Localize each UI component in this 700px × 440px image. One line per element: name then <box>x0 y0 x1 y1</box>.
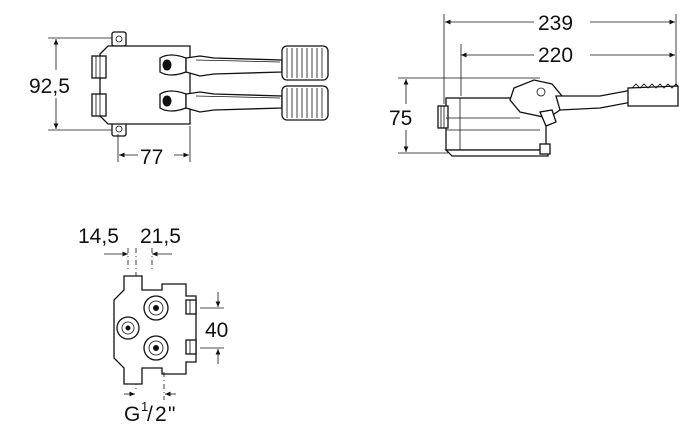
lever-arm-side <box>555 89 633 111</box>
port-left <box>116 316 140 340</box>
dimension-top-depth <box>117 126 191 168</box>
lever-nut <box>539 109 557 127</box>
dimension-label-92-5: 92,5 <box>29 75 70 98</box>
dimension-front-offsets <box>104 248 172 390</box>
dimension-top-height <box>24 37 120 131</box>
pedal-side <box>627 83 679 107</box>
mounting-hole-icon <box>115 125 123 133</box>
thread-prefix: G <box>124 403 140 426</box>
port-lower <box>143 335 169 361</box>
dimension-front-thread <box>124 372 176 400</box>
lever-arm-lower <box>185 91 283 113</box>
lever-arm-upper <box>185 55 283 77</box>
mounting-hole-icon <box>115 35 123 43</box>
dimension-label-21-5: 21,5 <box>140 225 181 248</box>
lever-pivot-icon <box>536 87 546 97</box>
dimension-side-75 <box>386 77 540 154</box>
base-foot <box>539 143 551 155</box>
thread-slash: / <box>147 403 153 426</box>
thread-label: G 1 / 2 " <box>124 399 175 426</box>
dimension-label-77: 77 <box>140 146 163 169</box>
dimension-label-220: 220 <box>538 44 573 67</box>
thread-numerator: 1 <box>141 399 148 414</box>
dimension-label-239: 239 <box>538 12 573 35</box>
mounting-tab-top <box>111 31 127 47</box>
dimension-label-14-5: 14,5 <box>78 225 119 248</box>
front-view: 14,5 21,5 40 <box>78 225 228 426</box>
base-plate <box>444 149 549 157</box>
inlet-connector-lower <box>91 93 107 117</box>
top-view: 92,5 <box>24 31 329 169</box>
pedal-lower <box>281 85 329 121</box>
valve-body-front <box>113 275 197 385</box>
thread-suffix: " <box>168 403 175 426</box>
thread-denominator: 2 <box>155 403 167 426</box>
side-inlet-connector <box>437 105 449 129</box>
outlet-stub-upper <box>185 299 197 315</box>
inlet-connector-upper <box>91 55 107 79</box>
outlet-stub-lower <box>185 339 197 355</box>
dimension-label-75: 75 <box>389 107 412 130</box>
dimension-front-40 <box>200 292 224 364</box>
cam-pivot-icon <box>162 95 172 107</box>
side-view: 239 220 75 <box>386 8 679 157</box>
pedal-upper <box>281 45 329 81</box>
dimension-side-239 <box>443 8 677 104</box>
cam-pivot-icon <box>162 59 172 71</box>
port-upper <box>143 295 169 321</box>
dimension-side-220 <box>460 40 675 96</box>
dimension-label-40: 40 <box>205 319 228 342</box>
